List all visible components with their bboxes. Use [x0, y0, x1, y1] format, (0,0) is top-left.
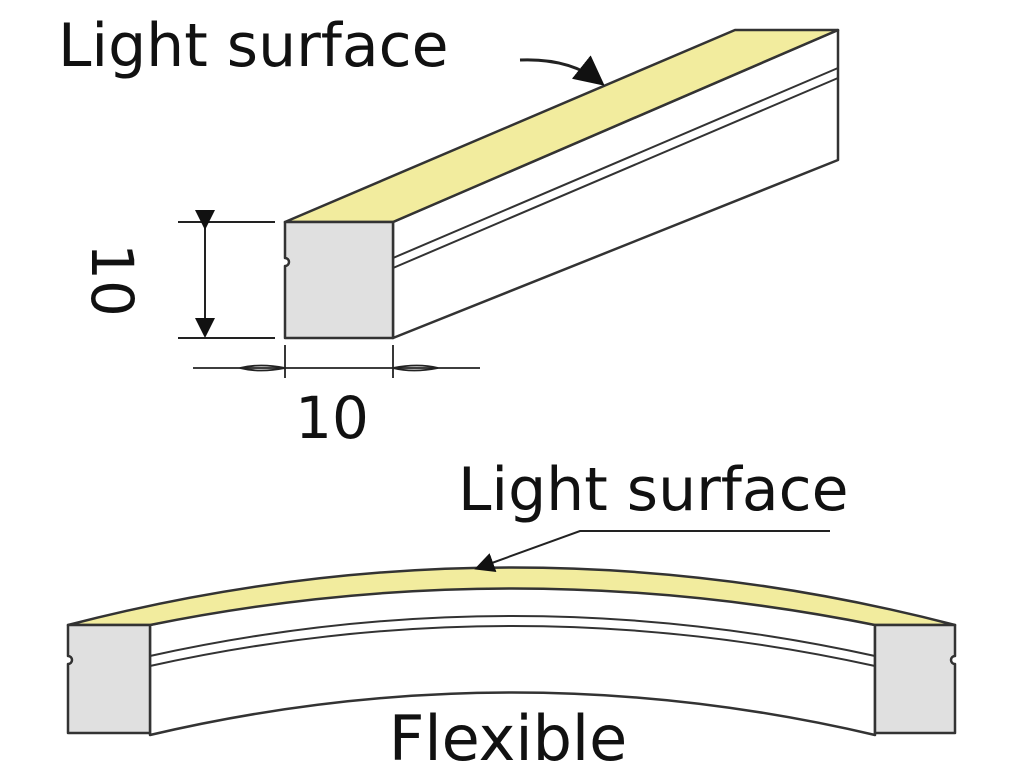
front-face [283, 220, 395, 340]
label-leader-bottom [474, 530, 830, 572]
light-surface-label-bottom: Light surface [458, 455, 849, 525]
groove-curved [149, 615, 876, 667]
groove [392, 67, 839, 269]
label-arrow-top [519, 55, 605, 86]
left-end-face [66, 623, 152, 735]
flexible-strip [66, 566, 957, 737]
height-dimension [178, 210, 275, 339]
width-dimension-label: 10 [295, 384, 369, 452]
height-dimension-label: 10 [78, 243, 146, 317]
straight-strip [283, 28, 840, 340]
flexible-caption: Flexible [389, 702, 628, 768]
right-end-face [873, 623, 957, 735]
light-surface-label-top: Light surface [58, 11, 449, 81]
width-dimension [193, 345, 480, 378]
